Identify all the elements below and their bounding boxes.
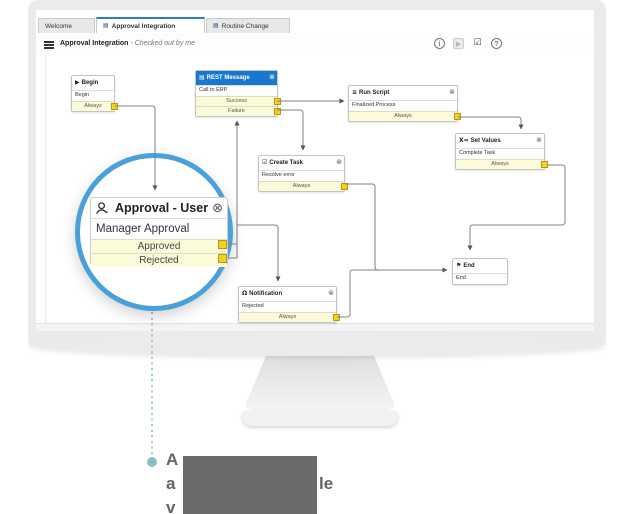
node-header: ▤REST Message ⊗ — [196, 71, 277, 85]
node-header: ⚑End — [453, 259, 507, 273]
canvas-left-edge — [45, 56, 46, 323]
transition-approved[interactable]: Approved — [91, 239, 227, 253]
node-body: Begin — [72, 90, 114, 101]
checkbox-icon[interactable]: ☑ — [473, 38, 482, 48]
node-body: End — [453, 273, 507, 284]
monitor-chin — [28, 332, 606, 356]
workflow-title-text: Approval Integration — [60, 40, 129, 47]
transition-square[interactable] — [111, 103, 118, 110]
transition-square[interactable] — [274, 108, 281, 115]
node-header: ≡Run Script ⊗ — [349, 86, 457, 100]
transition-square[interactable] — [341, 183, 348, 190]
script-node-icon: ≡ — [352, 89, 358, 96]
node-body: Finalized Process — [349, 100, 457, 111]
close-icon[interactable]: ⊗ — [328, 289, 334, 297]
transition-square[interactable] — [274, 98, 281, 105]
info-icon[interactable]: i — [434, 38, 445, 49]
transition-square[interactable] — [333, 314, 340, 321]
node-title: Begin — [81, 80, 99, 86]
node-approval-user-magnified[interactable]: Approval - User ⊗ Manager Approval Appro… — [90, 197, 228, 267]
node-body: Complete Task — [456, 148, 544, 159]
caption-fragment: A — [166, 450, 179, 469]
workflow-tab-icon: ▤ — [213, 22, 219, 29]
play-node-icon: ▶ — [75, 79, 80, 86]
close-icon[interactable]: ⊗ — [269, 73, 275, 81]
node-title: Run Script — [359, 90, 390, 96]
close-icon[interactable]: ⊗ — [212, 201, 223, 216]
transition-success[interactable]: Success — [196, 96, 281, 106]
node-title: Set Values — [470, 138, 501, 144]
rest-node-icon: ▤ — [199, 74, 205, 81]
close-icon[interactable]: ⊗ — [449, 88, 455, 96]
transition-failure[interactable]: Failure — [196, 106, 281, 116]
help-icon[interactable]: ? — [491, 38, 502, 49]
callout-dot — [147, 457, 157, 467]
caption-fragment: a — [166, 474, 176, 493]
node-title: End — [463, 263, 475, 269]
monitor-stand-base — [242, 410, 398, 426]
monitor-stand-neck — [244, 349, 396, 413]
node-body: Rejected — [239, 301, 336, 312]
caption-fragment: le — [319, 474, 334, 493]
tab-approval-integration[interactable]: ▤ Approval Integration — [96, 17, 205, 33]
node-title: Create Task — [269, 160, 303, 166]
approval-node-title: Approval - User — [115, 201, 209, 215]
close-icon[interactable]: ⊗ — [536, 136, 542, 144]
transition-rejected[interactable]: Rejected — [91, 253, 227, 267]
workflow-title: Approval Integration - Checked out by me — [60, 40, 195, 47]
node-body: Call to ERP — [196, 85, 277, 96]
user-icon — [96, 201, 108, 214]
transition-always[interactable]: Always — [239, 312, 340, 322]
tab-label: Approval Integration — [111, 22, 176, 30]
workflow-toolbar: Approval Integration - Checked out by me… — [36, 33, 594, 57]
tab-routine-change[interactable]: ▤ Routine Change — [206, 18, 290, 33]
rejected-transition-square[interactable] — [218, 254, 227, 263]
task-node-icon: ☑ — [262, 159, 268, 166]
caption-fragment: v — [166, 498, 176, 514]
tab-label: Welcome — [45, 22, 72, 30]
menu-icon[interactable] — [44, 41, 54, 49]
node-title: REST Message — [206, 75, 250, 81]
node-header: ▶Begin — [72, 76, 114, 90]
workflow-tab-icon: ▤ — [103, 22, 109, 29]
transition-square[interactable] — [541, 161, 548, 168]
transition-always[interactable]: Always — [259, 181, 348, 191]
tab-welcome[interactable]: Welcome — [38, 18, 95, 33]
node-header: ☑Create Task ⊗ — [259, 156, 344, 170]
callout-dotted-line — [151, 312, 153, 455]
close-icon[interactable]: ⊗ — [336, 158, 342, 166]
transition-square[interactable] — [454, 113, 461, 120]
canvas-scroll-strip[interactable] — [36, 323, 594, 331]
approval-node-header: Approval - User ⊗ — [91, 198, 227, 218]
caption-redaction-box — [183, 456, 317, 514]
approved-transition-square[interactable] — [218, 240, 227, 249]
approval-node-body: Manager Approval — [91, 218, 227, 239]
checked-out-status: - Checked out by me — [130, 40, 195, 47]
xeq-node-icon: X= — [459, 137, 469, 144]
tab-label: Routine Change — [221, 22, 269, 30]
tab-bar: Welcome ▤ Approval Integration ▤ Routine… — [36, 10, 594, 34]
transition-always[interactable]: Always — [456, 159, 548, 169]
play-icon[interactable]: ▶ — [453, 38, 464, 49]
node-header: X=Set Values ⊗ — [456, 134, 544, 148]
toolbar-icons: i ▶ ☑ ? — [434, 38, 502, 49]
node-title: Notification — [249, 291, 283, 297]
transition-always[interactable]: Always — [349, 111, 461, 121]
flag-node-icon: ⚑ — [456, 262, 462, 269]
node-body: Resolve error — [259, 170, 344, 181]
transition-always[interactable]: Always — [72, 101, 118, 111]
bell-node-icon: Ω — [242, 290, 248, 297]
